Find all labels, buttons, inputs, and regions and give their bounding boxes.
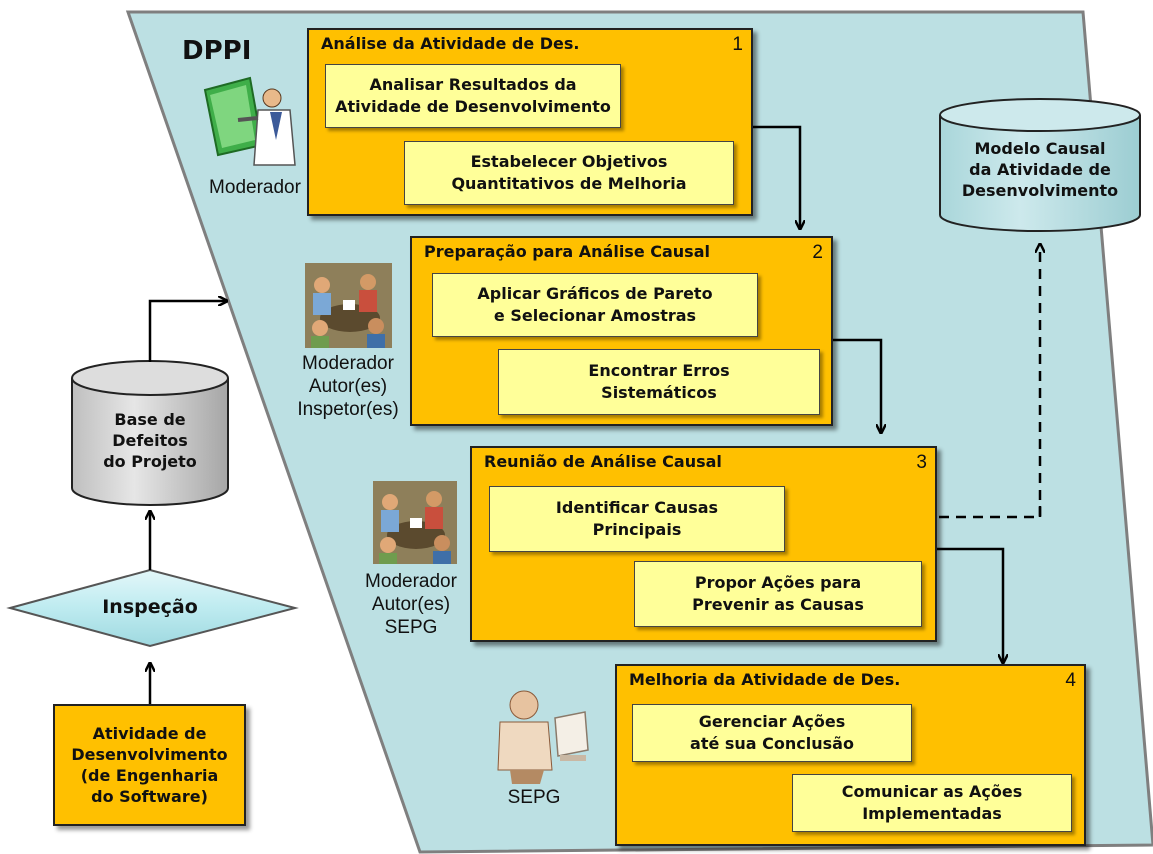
task-line: Sistemáticos (601, 383, 717, 402)
computer-user-icon (497, 690, 589, 784)
causal-model-cylinder (939, 98, 1141, 232)
stage-4-number: 4 (1065, 670, 1076, 691)
task-analyze-results[interactable]: Analisar Resultados da Atividade de Dese… (325, 64, 621, 128)
stage-1-number: 1 (732, 34, 743, 55)
activity-line: Atividade de (92, 724, 207, 743)
inspection-diamond (6, 568, 299, 648)
task-line: Principais (592, 520, 682, 539)
role-label: Moderador (302, 353, 394, 374)
stage-4-roles: SEPG (484, 786, 584, 809)
role-label: SEPG (507, 787, 561, 808)
stage-4-title: Melhoria da Atividade de Des. (629, 670, 901, 689)
stage-3-roles: Moderador Autor(es) SEPG (352, 570, 470, 639)
task-line: Implementadas (862, 804, 1002, 823)
task-line: Analisar Resultados da (369, 75, 577, 94)
task-manage-actions[interactable]: Gerenciar Ações até sua Conclusão (632, 704, 912, 762)
task-line: e Selecionar Amostras (493, 306, 697, 325)
task-line: Comunicar as Ações (841, 782, 1023, 801)
dppi-panel (125, 10, 1153, 854)
task-apply-pareto[interactable]: Aplicar Gráficos de Pareto e Selecionar … (432, 273, 758, 337)
stage-2-roles: Moderador Autor(es) Inspetor(es) (284, 352, 412, 421)
task-line: Estabelecer Objetivos (470, 152, 668, 171)
task-line: Aplicar Gráficos de Pareto (477, 284, 713, 303)
task-line: Identificar Causas (555, 498, 719, 517)
stage-1-title: Análise da Atividade de Des. (321, 34, 580, 53)
task-line: Gerenciar Ações (698, 712, 846, 731)
stage-2-title: Preparação para Análise Causal (424, 242, 710, 261)
flow-arrows (150, 125, 1040, 704)
task-line: até sua Conclusão (690, 734, 854, 753)
causal-model-line: Desenvolvimento (961, 181, 1119, 200)
defect-base-label[interactable]: Base de Defeitos do Projeto (80, 409, 220, 472)
role-label: Moderador (209, 177, 301, 198)
defect-base-line: Defeitos (112, 431, 188, 450)
development-activity-box[interactable]: Atividade de Desenvolvimento (de Engenha… (53, 704, 246, 826)
inspection-label[interactable]: Inspeção (102, 596, 198, 618)
stage-1-box: Análise da Atividade de Des. 1 Analisar … (307, 28, 753, 216)
causal-model-line: Modelo Causal (974, 139, 1106, 158)
stage-3-number: 3 (916, 452, 927, 473)
role-label: Autor(es) (371, 594, 451, 615)
causal-model-line: da Atividade de (969, 160, 1111, 179)
presenter-icon (203, 76, 296, 166)
task-propose-actions[interactable]: Propor Ações para Prevenir as Causas (634, 561, 922, 627)
role-label: SEPG (384, 617, 438, 638)
task-line: Prevenir as Causas (692, 595, 864, 614)
task-find-errors[interactable]: Encontrar Erros Sistemáticos (498, 349, 820, 415)
stage-2-number: 2 (812, 242, 823, 263)
stage-3-box: Reunião de Análise Causal 3 Identificar … (470, 446, 937, 642)
task-communicate-actions[interactable]: Comunicar as Ações Implementadas (792, 774, 1072, 832)
causal-model-label[interactable]: Modelo Causal da Atividade de Desenvolvi… (945, 138, 1135, 201)
meeting-group-icon (373, 481, 457, 564)
stage-4-box: Melhoria da Atividade de Des. 4 Gerencia… (615, 664, 1086, 846)
task-line: Atividade de Desenvolvimento (335, 97, 611, 116)
stage-3-title: Reunião de Análise Causal (484, 452, 722, 471)
role-label: Inspetor(es) (297, 399, 399, 420)
task-line: Propor Ações para (694, 573, 862, 592)
dppi-title: DPPI (182, 36, 252, 66)
task-line: Quantitativos de Melhoria (451, 174, 687, 193)
activity-line: Desenvolvimento (71, 745, 228, 764)
stage-2-box: Preparação para Análise Causal 2 Aplicar… (410, 236, 833, 426)
role-label: Autor(es) (308, 376, 388, 397)
activity-line: (de Engenharia (80, 766, 219, 785)
role-label: Moderador (365, 571, 457, 592)
defect-base-line: do Projeto (103, 452, 197, 471)
task-set-objectives[interactable]: Estabelecer Objetivos Quantitativos de M… (404, 141, 734, 205)
task-identify-causes[interactable]: Identificar Causas Principais (489, 486, 785, 552)
stage-1-roles: Moderador (196, 176, 314, 199)
defect-base-line: Base de (114, 410, 186, 429)
activity-line: do Software) (91, 787, 208, 806)
meeting-group-icon (305, 263, 392, 348)
defect-base-cylinder (71, 360, 229, 506)
task-line: Encontrar Erros (588, 361, 730, 380)
